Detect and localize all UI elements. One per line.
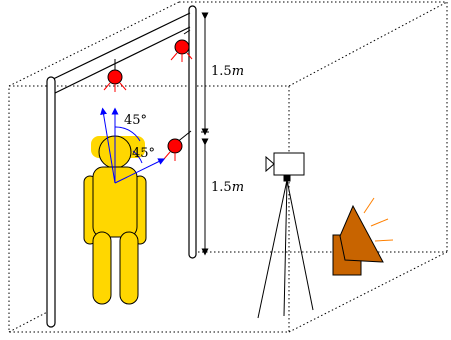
- camera-lens: [265, 155, 275, 173]
- side-light: [163, 138, 183, 161]
- height-label-lower: 1.5m: [211, 180, 244, 195]
- ceiling-light-right: [170, 39, 193, 62]
- person-figure-icon: [83, 135, 147, 305]
- angle-arc-upper: [114, 126, 141, 142]
- room-edge-top-right: [288, 1, 448, 87]
- person-leg-left: [92, 231, 112, 305]
- angle-arc-lower: [132, 150, 143, 164]
- arrow-up-left: [100, 107, 116, 184]
- ceiling-light-center: [103, 69, 127, 92]
- video-camera-icon: [265, 152, 305, 182]
- person-leg-right: [119, 231, 139, 305]
- loudspeaker-icon: [332, 197, 394, 276]
- angle-label-upper: 45°: [124, 113, 147, 128]
- speaker-sound-rays: [363, 197, 394, 242]
- tripod: [257, 179, 314, 319]
- angle-label-lower: 45°: [132, 146, 155, 161]
- speaker-horn: [339, 204, 384, 263]
- room-outline: [8, 1, 448, 333]
- height-label-upper: 1.5m: [211, 64, 244, 79]
- room-back-top-right: [179, 1, 448, 252]
- arrow-right: [114, 158, 166, 184]
- frame-front-post: [46, 76, 56, 328]
- camera-body: [273, 152, 305, 176]
- angle-arrows: [100, 107, 166, 184]
- frame-top-beams: [46, 12, 191, 95]
- room-edge-bottom-left: [8, 307, 56, 333]
- height-dimension-upper: [201, 12, 209, 136]
- room-edge-bottom-right: [288, 251, 448, 333]
- room-front-face: [8, 85, 290, 333]
